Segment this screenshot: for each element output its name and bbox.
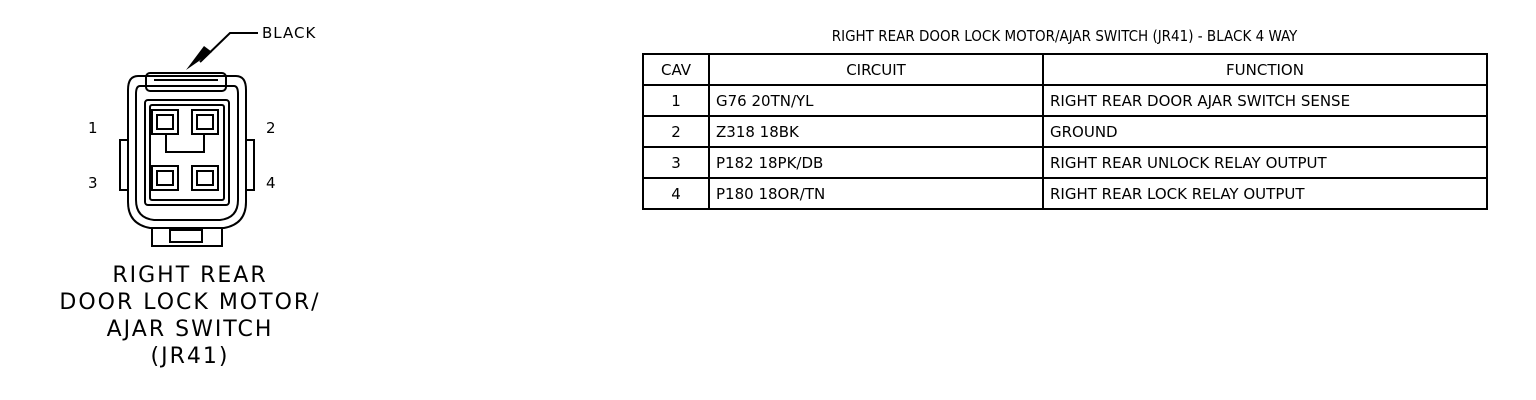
connector-shell-inner <box>135 85 239 221</box>
caption-line: DOOR LOCK MOTOR/ <box>59 290 321 315</box>
cell-circuit: Z318 18BK <box>708 115 1044 148</box>
table-row: 2 Z318 18BK GROUND <box>642 115 1488 148</box>
pin-label-3: 3 <box>88 174 98 192</box>
pinout-table: CAV CIRCUIT FUNCTION 1 G76 20TN/YL RIGHT… <box>642 53 1488 210</box>
pin-label-1: 1 <box>88 119 98 137</box>
table-header-row: CAV CIRCUIT FUNCTION <box>642 53 1488 86</box>
cell-cav: 1 <box>642 84 710 117</box>
leader-arrowhead <box>186 46 212 70</box>
cell-function: RIGHT REAR DOOR AJAR SWITCH SENSE <box>1042 84 1488 117</box>
cell-function: RIGHT REAR LOCK RELAY OUTPUT <box>1042 177 1488 210</box>
caption-line: (JR41) <box>150 344 230 369</box>
header-function: FUNCTION <box>1042 53 1488 86</box>
cavity-4 <box>191 165 219 191</box>
cell-circuit: P182 18PK/DB <box>708 146 1044 179</box>
cell-function: RIGHT REAR UNLOCK RELAY OUTPUT <box>1042 146 1488 179</box>
cell-cav: 4 <box>642 177 710 210</box>
color-label: BLACK <box>262 24 316 42</box>
cell-cav: 3 <box>642 146 710 179</box>
color-leader-line <box>199 32 258 63</box>
header-circuit: CIRCUIT <box>708 53 1044 86</box>
connector-diagram: BLACK 1 2 3 4 <box>88 24 316 247</box>
cavity-2 <box>191 109 219 135</box>
header-cav: CAV <box>642 53 710 86</box>
table-title: RIGHT REAR DOOR LOCK MOTOR/AJAR SWITCH (… <box>831 27 1298 45</box>
cell-circuit: G76 20TN/YL <box>708 84 1044 117</box>
caption-line: RIGHT REAR <box>112 263 268 288</box>
table-row: 4 P180 18OR/TN RIGHT REAR LOCK RELAY OUT… <box>642 177 1488 210</box>
cell-cav: 2 <box>642 115 710 148</box>
connector-shell-outer <box>127 75 247 229</box>
caption-line: AJAR SWITCH <box>106 317 274 342</box>
cell-circuit: P180 18OR/TN <box>708 177 1044 210</box>
connector-latch-top <box>145 72 227 92</box>
table-row: 3 P182 18PK/DB RIGHT REAR UNLOCK RELAY O… <box>642 146 1488 179</box>
cavity-body <box>144 99 230 206</box>
cavity-1 <box>151 109 179 135</box>
cell-function: GROUND <box>1042 115 1488 148</box>
pin-label-4: 4 <box>266 174 276 192</box>
table-row: 1 G76 20TN/YL RIGHT REAR DOOR AJAR SWITC… <box>642 84 1488 117</box>
cavity-3 <box>151 165 179 191</box>
connector-caption: RIGHT REAR DOOR LOCK MOTOR/ AJAR SWITCH … <box>20 262 360 370</box>
connector-bottom-tab <box>151 228 223 247</box>
pin-label-2: 2 <box>266 119 276 137</box>
